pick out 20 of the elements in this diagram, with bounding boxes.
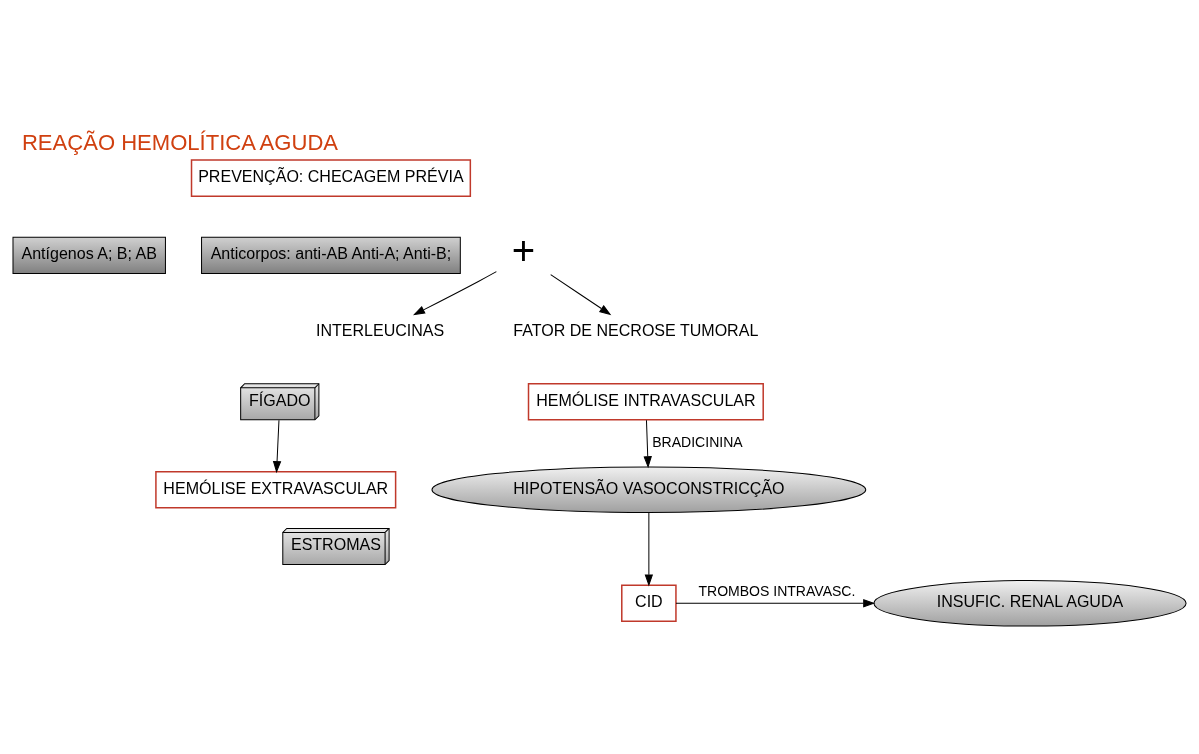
node-box: Anticorpos: anti-AB Anti-A; Anti-B; [201,236,461,274]
edge-label: BRADICININA [652,434,743,451]
edge-label: TROMBOS INTRAVASC. [698,583,856,600]
arrow [675,599,875,608]
node-ellipse: INSUFIC. RENAL AGUDA [873,579,1187,627]
arrow [644,512,653,586]
arrow [413,271,497,315]
node-box: PREVENÇÃO: CHECAGEM PRÉVIA [190,159,472,197]
node-text: INTERLEUCINAS [315,321,445,340]
arrow [273,419,282,473]
node-text: + [511,229,536,274]
node-box: CID [621,584,677,623]
node-box: Antígenos A; B; AB [12,236,166,274]
arrow [643,419,652,468]
node-box: HEMÓLISE EXTRAVASCULAR [155,470,397,509]
arrow [550,274,611,315]
node-ellipse: HIPOTENSÃO VASOCONSTRICÇÃO [431,466,867,514]
node-text: FATOR DE NECROSE TUMORAL [513,321,759,340]
node-box: HEMÓLISE INTRAVASCULAR [527,383,764,421]
diagram-title: REAÇÃO HEMOLÍTICA AGUDA [21,129,339,155]
